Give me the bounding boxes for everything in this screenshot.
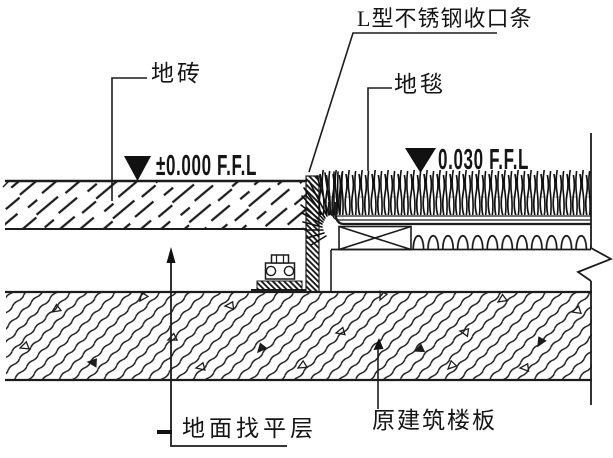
carpet-backing bbox=[327, 202, 591, 226]
break-line bbox=[576, 133, 613, 405]
tile-level-marker bbox=[124, 156, 151, 181]
slab-leader-line bbox=[373, 338, 384, 409]
tile-layer bbox=[2, 179, 307, 230]
underlay-loops bbox=[411, 224, 591, 250]
carpet-leader-line bbox=[367, 87, 392, 171]
tile-leader-line bbox=[111, 77, 147, 201]
level-triangle-icon bbox=[124, 156, 151, 181]
level-triangle-icon bbox=[405, 148, 436, 173]
carpet-label: 地毯 bbox=[394, 72, 446, 97]
carpet-pile bbox=[300, 170, 591, 246]
carpet-level-text: 0.030 F.F.L bbox=[438, 143, 530, 176]
aggregate-marks bbox=[18, 290, 582, 373]
slab-layer bbox=[5, 290, 592, 382]
structural-slab-label: 原建筑楼板 bbox=[372, 408, 497, 433]
tile-level-text: ±0.000 F.F.L bbox=[156, 149, 258, 182]
anchor-bolt bbox=[251, 254, 306, 291]
underlay-x-box bbox=[338, 225, 412, 251]
underlay-board bbox=[330, 248, 591, 291]
leveling-layer-label: 地面找平层 bbox=[182, 416, 317, 441]
floor-tile-label: 地砖 bbox=[151, 61, 203, 86]
carpet-pile-fan bbox=[300, 171, 343, 246]
trim-strip-label: L型不锈钢收口条 bbox=[357, 6, 533, 31]
trim-leader-line bbox=[308, 32, 497, 173]
carpet-level-marker bbox=[405, 148, 436, 173]
leveling-leader-line bbox=[157, 247, 287, 447]
up-arrow-icon bbox=[373, 338, 384, 350]
up-arrow-icon bbox=[166, 247, 176, 263]
tile-edge-tick bbox=[2, 180, 10, 188]
